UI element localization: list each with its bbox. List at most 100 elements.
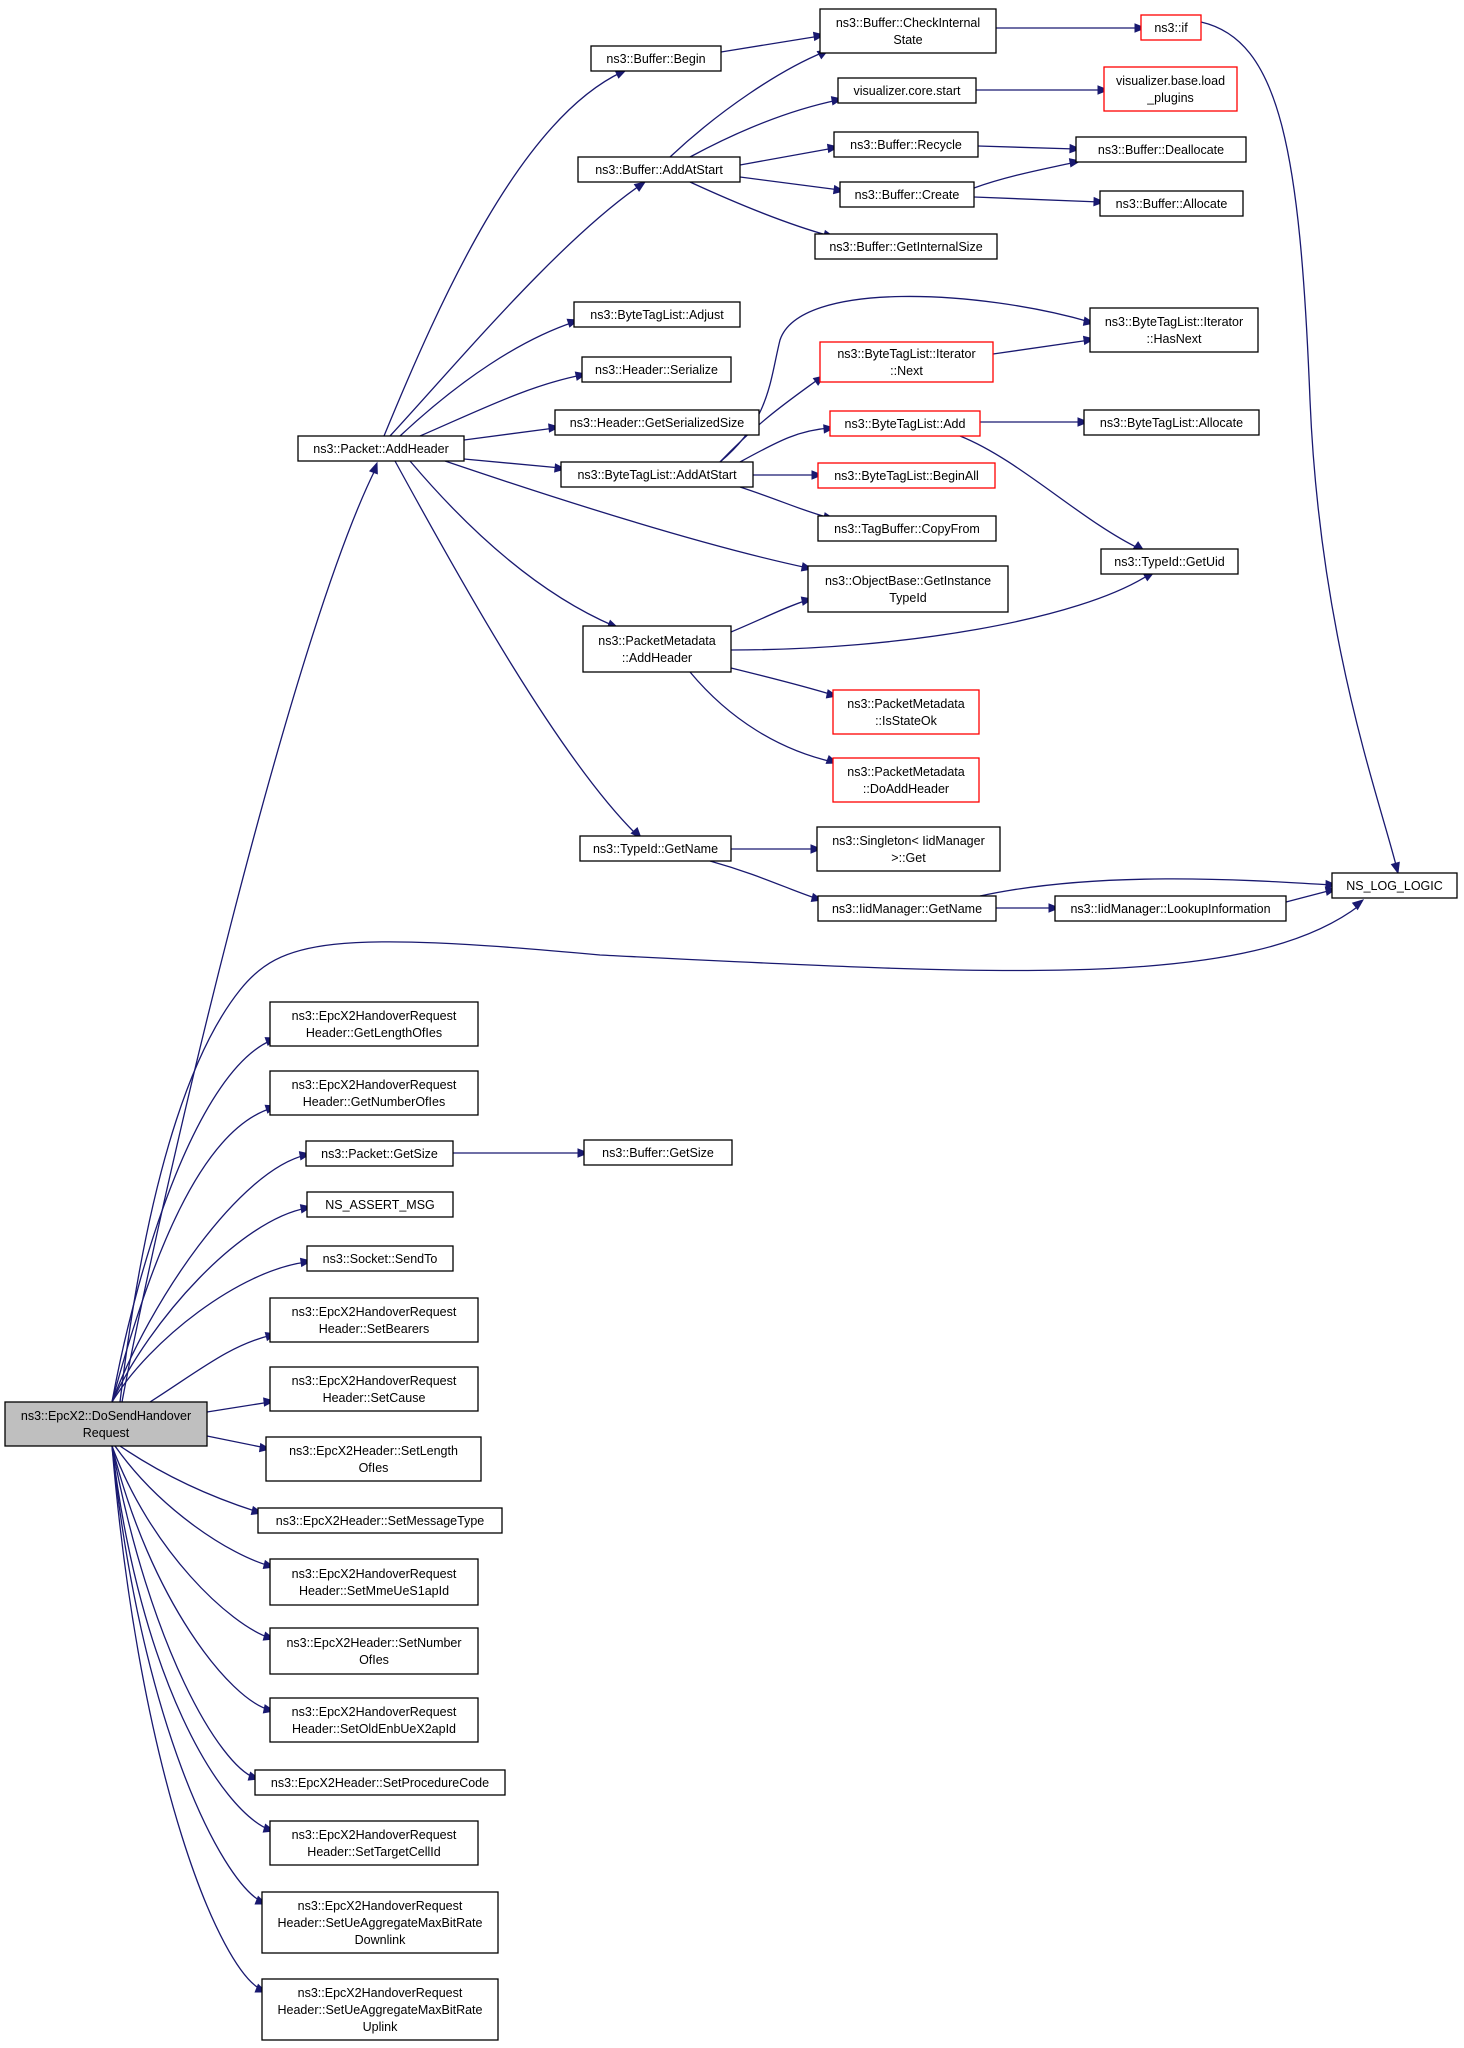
node-box: [832, 757, 980, 803]
node-label: ns3::Header::GetSerializedSize: [570, 416, 744, 430]
node-btlallocate[interactable]: ns3::ByteTagList::Allocate: [1083, 409, 1260, 436]
node-hdrgetsersize[interactable]: ns3::Header::GetSerializedSize: [554, 409, 760, 436]
node-setmmeues1apid[interactable]: ns3::EpcX2HandoverRequestHeader::SetMmeU…: [269, 1558, 479, 1606]
node-box: [269, 1558, 479, 1606]
node-getnumberofies[interactable]: ns3::EpcX2HandoverRequestHeader::GetNumb…: [269, 1070, 479, 1116]
node-label: ns3::Buffer::Create: [855, 188, 960, 202]
node-setmessagetype[interactable]: ns3::EpcX2Header::SetMessageType: [257, 1507, 503, 1534]
node-label: ns3::ByteTagList::Iterator: [1105, 315, 1243, 329]
node-setbearers[interactable]: ns3::EpcX2HandoverRequestHeader::SetBear…: [269, 1297, 479, 1343]
node-box: [1054, 895, 1287, 922]
node-box: [269, 1627, 479, 1675]
node-btlbeginall[interactable]: ns3::ByteTagList::BeginAll: [817, 462, 996, 489]
node-recycle[interactable]: ns3::Buffer::Recycle: [833, 131, 979, 158]
node-typeidgetuid[interactable]: ns3::TypeId::GetUid: [1100, 548, 1239, 575]
node-label: ns3::PacketMetadata: [598, 634, 715, 648]
node-label: ns3::EpcX2Header::SetProcedureCode: [271, 1776, 489, 1790]
node-hdrserialize[interactable]: ns3::Header::Serialize: [581, 356, 732, 383]
node-box: [4, 1401, 208, 1447]
node-addheader[interactable]: ns3::Packet::AddHeader: [297, 435, 465, 462]
node-getlengthofies[interactable]: ns3::EpcX2HandoverRequestHeader::GetLeng…: [269, 1001, 479, 1047]
node-box: [577, 156, 741, 183]
node-label: ns3::EpcX2HandoverRequest: [292, 1374, 457, 1388]
arrowhead-pktgetsize-to-bufgetsize: [577, 1148, 590, 1158]
node-itnext[interactable]: ns3::ByteTagList::Iterator::Next: [819, 341, 994, 383]
node-box: [1140, 14, 1202, 41]
node-box: [306, 1245, 454, 1272]
node-label: ns3::TypeId::GetUid: [1114, 555, 1225, 569]
node-label: OfIes: [359, 1653, 389, 1667]
node-ithasnext[interactable]: ns3::ByteTagList::Iterator::HasNext: [1089, 307, 1259, 353]
edge-addheader-to-pmaddheader: [409, 460, 615, 627]
node-bufgetsize[interactable]: ns3::Buffer::GetSize: [583, 1139, 733, 1166]
node-dealloc[interactable]: ns3::Buffer::Deallocate: [1075, 136, 1247, 163]
node-vizload[interactable]: visualizer.base.load_plugins: [1103, 66, 1238, 112]
node-label: ns3::EpcX2HandoverRequest: [298, 1899, 463, 1913]
edge-root-to-setprocedurecode: [111, 1445, 256, 1779]
node-setueaggul[interactable]: ns3::EpcX2HandoverRequestHeader::SetUeAg…: [261, 1978, 499, 2041]
node-box: [261, 1978, 499, 2041]
node-iidlookup[interactable]: ns3::IidManager::LookupInformation: [1054, 895, 1287, 922]
node-typeidgetname[interactable]: ns3::TypeId::GetName: [579, 835, 732, 862]
node-box: [1083, 409, 1260, 436]
node-btladjust[interactable]: ns3::ByteTagList::Adjust: [573, 301, 741, 328]
node-box: [582, 625, 732, 673]
node-getinternalsize[interactable]: ns3::Buffer::GetInternalSize: [814, 233, 998, 260]
node-box: [579, 835, 732, 862]
edge-root-to-getlengthofies: [111, 1039, 273, 1403]
arrowhead-btladdatstart-to-btladd: [823, 424, 836, 434]
node-label: ns3::ByteTagList::Adjust: [590, 308, 724, 322]
node-label: OfIes: [359, 1461, 389, 1475]
node-if[interactable]: ns3::if: [1140, 14, 1202, 41]
node-pmaddheader[interactable]: ns3::PacketMetadata::AddHeader: [582, 625, 732, 673]
node-nsassert[interactable]: NS_ASSERT_MSG: [306, 1191, 454, 1218]
node-label: State: [893, 33, 922, 47]
node-label: ns3::EpcX2HandoverRequest: [292, 1828, 457, 1842]
node-nslog[interactable]: NS_LOG_LOGIC: [1331, 872, 1458, 899]
node-singleton[interactable]: ns3::Singleton< IidManager>::Get: [816, 826, 1001, 872]
node-addatstart[interactable]: ns3::Buffer::AddAtStart: [577, 156, 741, 183]
edge-addatstart-to-recycle: [739, 147, 835, 166]
node-allocate[interactable]: ns3::Buffer::Allocate: [1099, 190, 1244, 217]
node-label: visualizer.core.start: [854, 84, 962, 98]
node-label: ns3::IidManager::LookupInformation: [1070, 902, 1270, 916]
edge-btladdatstart-to-tagbufcopy: [739, 486, 831, 519]
node-setueaggdl[interactable]: ns3::EpcX2HandoverRequestHeader::SetUeAg…: [261, 1891, 499, 1954]
edge-root-to-setoldenbuex2apid: [111, 1445, 271, 1711]
node-create[interactable]: ns3::Buffer::Create: [839, 181, 975, 208]
node-begin[interactable]: ns3::Buffer::Begin: [590, 45, 722, 72]
node-iidgetname[interactable]: ns3::IidManager::GetName: [817, 895, 997, 922]
node-setprocedurecode[interactable]: ns3::EpcX2Header::SetProcedureCode: [254, 1769, 506, 1796]
arrowhead-addheader-to-hdrgetsersize: [548, 423, 561, 433]
node-setcause[interactable]: ns3::EpcX2HandoverRequestHeader::SetCaus…: [269, 1366, 479, 1412]
node-pmdoaddheader[interactable]: ns3::PacketMetadata::DoAddHeader: [832, 757, 980, 803]
node-tagbufcopy[interactable]: ns3::TagBuffer::CopyFrom: [817, 515, 997, 542]
node-vizstart[interactable]: visualizer.core.start: [837, 77, 977, 104]
node-box: [1089, 307, 1259, 353]
node-pmisstateok[interactable]: ns3::PacketMetadata::IsStateOk: [832, 689, 980, 735]
edge-if-to-nslog: [1200, 21, 1398, 870]
node-box: [269, 1001, 479, 1047]
node-socksendto[interactable]: ns3::Socket::SendTo: [306, 1245, 454, 1272]
node-pktgetsize[interactable]: ns3::Packet::GetSize: [305, 1140, 454, 1167]
node-label: ns3::Packet::GetSize: [321, 1147, 438, 1161]
node-label: ::AddHeader: [622, 651, 692, 665]
node-label: Header::SetMmeUeS1apId: [299, 1584, 449, 1598]
node-btladdatstart[interactable]: ns3::ByteTagList::AddAtStart: [560, 461, 754, 488]
edge-addatstart-to-create: [739, 176, 841, 191]
node-label: ns3::Buffer::Deallocate: [1098, 143, 1224, 157]
edge-recycle-to-dealloc: [977, 145, 1077, 150]
edge-root-to-setlengthofies: [206, 1435, 267, 1449]
node-label: Downlink: [355, 1933, 406, 1947]
node-label: ns3::IidManager::GetName: [832, 902, 982, 916]
node-settargetcellid[interactable]: ns3::EpcX2HandoverRequestHeader::SetTarg…: [269, 1820, 479, 1866]
node-setoldenbuex2apid[interactable]: ns3::EpcX2HandoverRequestHeader::SetOldE…: [269, 1697, 479, 1743]
node-label: ns3::ObjectBase::GetInstance: [825, 574, 991, 588]
node-btladd[interactable]: ns3::ByteTagList::Add: [829, 410, 981, 437]
edge-addheader-to-hdrserialize: [419, 374, 583, 437]
